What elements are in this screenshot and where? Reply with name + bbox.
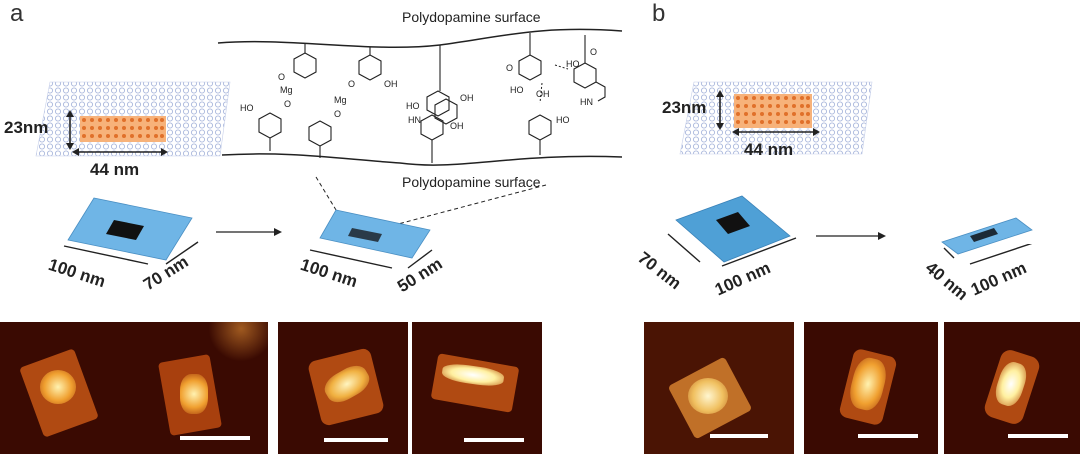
svg-text:OH: OH xyxy=(450,121,464,131)
origami-dark-rect xyxy=(970,228,998,242)
afm-image-a1 xyxy=(0,322,268,454)
svg-text:HN: HN xyxy=(408,115,421,125)
scale-bar xyxy=(710,434,768,438)
origami-height-label-a: 23nm xyxy=(4,118,49,137)
origami-grid-a xyxy=(35,81,231,157)
scale-bar xyxy=(1008,434,1068,438)
dim-arrows-before-a xyxy=(63,241,199,265)
surface-label-bottom: Polydopamine surface xyxy=(402,174,541,190)
scale-bar xyxy=(324,438,388,442)
chem-o: O xyxy=(278,72,285,82)
arrow-a xyxy=(216,228,282,236)
svg-text:HO: HO xyxy=(406,101,420,111)
svg-text:Mg: Mg xyxy=(280,85,293,95)
svg-text:OH: OH xyxy=(384,79,398,89)
svg-text:HO: HO xyxy=(510,85,524,95)
origami-width-label-a: 44 nm xyxy=(90,160,140,179)
polydopamine-chemistry: O Mg O HO O Mg O OH HO OH HN OH O HO OH … xyxy=(217,28,623,166)
svg-text:HO: HO xyxy=(556,115,570,125)
origami-dark-rect xyxy=(106,220,144,240)
dim-arrows-after-a xyxy=(309,249,433,269)
afm-image-a2 xyxy=(278,322,408,454)
svg-text:Mg: Mg xyxy=(334,95,347,105)
svg-text:O: O xyxy=(284,99,291,109)
arrow-b xyxy=(816,232,886,240)
width-arrow-a xyxy=(72,148,168,156)
surface-top-line xyxy=(217,28,623,49)
dim-arrows-before-b xyxy=(667,233,797,267)
sheet-after-b xyxy=(941,217,1033,255)
svg-text:O: O xyxy=(348,79,355,89)
scale-bar xyxy=(858,434,918,438)
afm-image-b1 xyxy=(644,322,794,454)
svg-text:HO: HO xyxy=(240,103,254,113)
scale-bar xyxy=(464,438,524,442)
surface-label-top: Polydopamine surface xyxy=(402,9,541,25)
svg-text:HO: HO xyxy=(566,59,580,69)
afm-image-b3 xyxy=(944,322,1080,454)
sheet-before-b xyxy=(675,195,791,263)
origami-dark-rect xyxy=(716,212,750,234)
origami-grid-b xyxy=(679,81,873,155)
sheet-after-a xyxy=(319,209,431,259)
origami-dark-rect xyxy=(348,228,382,242)
width-arrow-b xyxy=(732,128,820,136)
svg-text:O: O xyxy=(506,63,513,73)
origami-width-label-b: 44 nm xyxy=(744,140,794,159)
panel-label-a: a xyxy=(10,0,24,27)
afm-image-a3 xyxy=(412,322,542,454)
panel-label-b: b xyxy=(652,0,666,27)
svg-text:OH: OH xyxy=(536,89,550,99)
sheet-before-a xyxy=(67,197,193,261)
svg-text:O: O xyxy=(590,47,597,57)
dim-arrows-after-b xyxy=(943,244,1033,265)
origami-height-label-b: 23nm xyxy=(662,98,707,117)
svg-text:O: O xyxy=(334,109,341,119)
svg-text:OH: OH xyxy=(460,93,474,103)
afm-image-b2 xyxy=(804,322,938,454)
scale-bar xyxy=(180,436,250,440)
svg-text:HN: HN xyxy=(580,97,593,107)
surface-bottom-line xyxy=(221,153,623,166)
